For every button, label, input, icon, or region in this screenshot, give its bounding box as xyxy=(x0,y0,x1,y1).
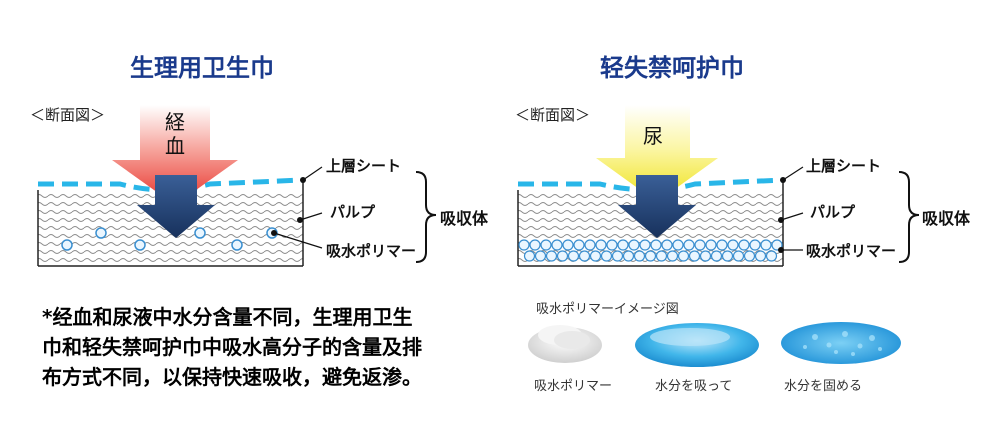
polymer-bead xyxy=(567,250,580,262)
polymer-bead xyxy=(727,239,739,251)
right-title: 轻失禁呵护巾 xyxy=(600,54,744,82)
polymer-bead xyxy=(721,250,734,262)
polymer-bead xyxy=(523,250,536,262)
polymer-bead xyxy=(677,250,690,262)
right-absorption-arrow xyxy=(618,175,696,238)
polymer-bead xyxy=(650,239,662,251)
polymer-bead xyxy=(589,250,602,262)
polymer-bead xyxy=(716,239,728,251)
left-absorber-label: 吸収体 xyxy=(440,209,489,228)
polymer-gel-image xyxy=(781,322,901,364)
polymer-bead xyxy=(556,250,569,262)
polymer-bead xyxy=(738,239,750,251)
explanation-note: *经血和尿液中水分含量不同，生理用卫生 巾和轻失禁呵护巾中吸水高分子的含量及排 … xyxy=(42,302,512,392)
right-urine-arrow xyxy=(596,105,718,202)
polymer-bead xyxy=(661,239,673,251)
left-arrow-label: 経 血 xyxy=(160,110,190,158)
polymer-bead xyxy=(600,250,613,262)
polymer-bead xyxy=(694,239,706,251)
polymer-bead xyxy=(622,250,635,262)
left-arrow-label-line1: 経 xyxy=(165,110,185,134)
polymer-bead xyxy=(551,239,563,251)
right-pulp-label: パルプ xyxy=(810,203,856,221)
polymer-bead xyxy=(573,239,585,251)
right-absorber-label: 吸収体 xyxy=(922,209,971,228)
polymer-bead xyxy=(666,250,679,262)
right-polymer-beads xyxy=(518,239,783,262)
left-pulp-label: パルプ xyxy=(330,203,376,221)
left-title: 生理用卫生巾 xyxy=(130,54,274,82)
polymer-bead xyxy=(540,239,552,251)
polymer-bead xyxy=(606,239,618,251)
polymer-bead xyxy=(534,250,547,262)
note-line-2: 巾和轻失禁呵护巾中吸水高分子的含量及排 xyxy=(42,335,422,359)
polymer-bead xyxy=(705,239,717,251)
polymer-bead xyxy=(699,250,712,262)
left-section-label: ＜断面図＞ xyxy=(30,106,106,124)
right-section-label: ＜断面図＞ xyxy=(515,106,591,124)
polymer-bead xyxy=(743,250,756,262)
polymer-bead xyxy=(655,250,668,262)
polymer-bead xyxy=(639,239,651,251)
polymer-bead xyxy=(683,239,695,251)
polymer-bead xyxy=(754,250,767,262)
polymer-bead xyxy=(562,239,574,251)
polymer-bead xyxy=(644,250,657,262)
left-polymer-beads xyxy=(61,227,278,251)
polymer-bead xyxy=(628,239,640,251)
left-arrow-label-line2: 血 xyxy=(165,134,185,158)
polymer-caption-1: 吸水ポリマー xyxy=(534,379,613,394)
right-top-sheet-label: 上層シート xyxy=(806,157,882,175)
polymer-caption-2: 水分を吸って xyxy=(655,379,733,394)
polymer-caption-3: 水分を固める xyxy=(784,379,863,394)
polymer-bead xyxy=(611,250,624,262)
polymer-bead xyxy=(688,250,701,262)
right-arrow-label: 尿 xyxy=(643,124,663,148)
left-polymer-label: 吸水ポリマー xyxy=(326,242,417,260)
note-line-1: *经血和尿液中水分含量不同，生理用卫生 xyxy=(42,305,413,329)
polymer-bead xyxy=(595,239,607,251)
left-menstrual-arrow xyxy=(112,105,238,205)
polymer-bead xyxy=(672,239,684,251)
polymer-bead xyxy=(732,250,745,262)
polymer-bead xyxy=(760,239,772,251)
polymer-bead xyxy=(633,250,646,262)
polymer-powder-image xyxy=(528,325,602,363)
polymer-bead xyxy=(584,239,596,251)
polymer-bead xyxy=(578,250,591,262)
polymer-absorbing-image xyxy=(635,323,759,367)
left-absorption-arrow xyxy=(137,175,215,238)
right-polymer-label: 吸水ポリマー xyxy=(806,242,897,260)
polymer-bead xyxy=(518,239,530,251)
polymer-bead xyxy=(617,239,629,251)
polymer-bead xyxy=(749,239,761,251)
polymer-image-title: 吸水ポリマーイメージ図 xyxy=(536,302,679,317)
polymer-bead xyxy=(545,250,558,262)
note-line-3: 布方式不同，以保持快速吸收，避免返渗。 xyxy=(42,365,422,389)
left-top-sheet-label: 上層シート xyxy=(326,157,402,175)
polymer-bead xyxy=(710,250,723,262)
polymer-bead xyxy=(765,250,778,262)
polymer-bead xyxy=(529,239,541,251)
